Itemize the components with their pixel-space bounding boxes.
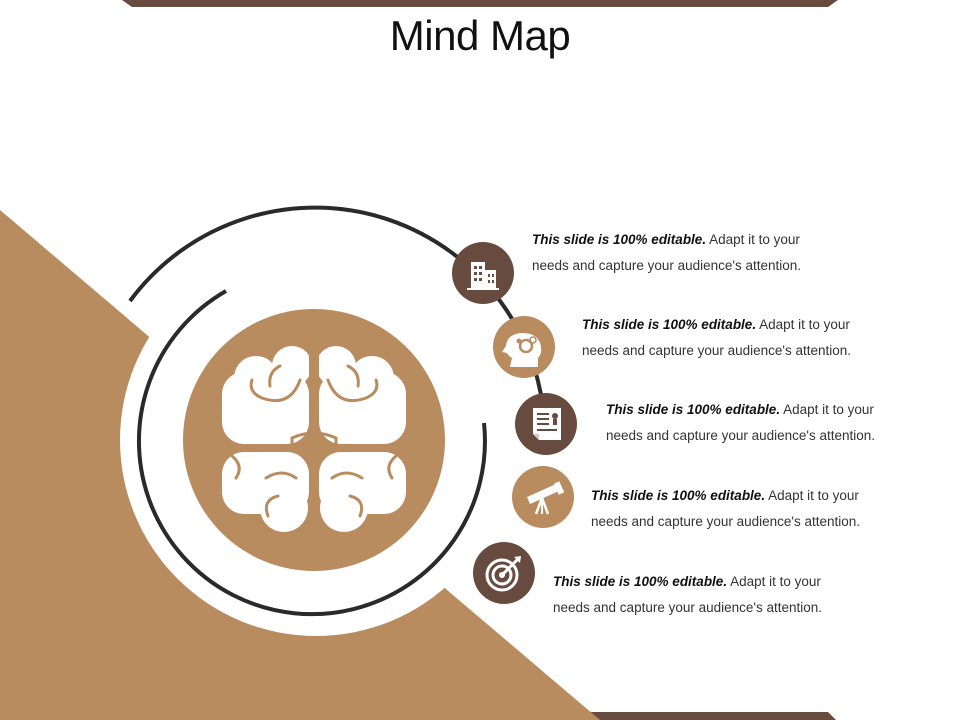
top-band [122, 0, 838, 7]
item-3-text: This slide is 100% editable. Adapt it to… [606, 397, 946, 449]
item-1-line2: needs and capture your audience's attent… [532, 258, 802, 273]
item-2-lead: This slide is 100% editable. [582, 317, 757, 332]
item-5-lead: This slide is 100% editable. [553, 574, 728, 589]
item-5-text: This slide is 100% editable. Adapt it to… [553, 569, 893, 621]
item-3-line2: needs and capture your audience's attent… [606, 428, 876, 443]
item-4-rest: Adapt it to your [765, 488, 859, 503]
bottom-band [590, 712, 836, 720]
item-1-badge [452, 242, 514, 304]
item-4-lead: This slide is 100% editable. [591, 488, 766, 503]
item-4-badge [512, 466, 574, 528]
telescope-icon [527, 481, 565, 515]
item-2-rest: Adapt it to your [756, 317, 850, 332]
item-4-line2: needs and capture your audience's attent… [591, 514, 861, 529]
slide-title: Mind Map [389, 12, 571, 59]
item-4-text: This slide is 100% editable. Adapt it to… [591, 483, 931, 535]
brain-icon [220, 346, 408, 532]
item-3-badge [515, 393, 577, 455]
item-5-rest: Adapt it to your [727, 574, 821, 589]
item-2-badge [493, 316, 555, 378]
inner-ring-arc [137, 289, 487, 617]
item-2-text: This slide is 100% editable. Adapt it to… [582, 312, 922, 364]
head-gears-icon [502, 333, 542, 367]
item-3-rest: Adapt it to your [780, 402, 874, 417]
building-icon [467, 262, 499, 290]
target-icon [485, 556, 521, 592]
item-1-rest: Adapt it to your [706, 232, 800, 247]
item-5-line2: needs and capture your audience's attent… [553, 600, 823, 615]
item-1-lead: This slide is 100% editable. [532, 232, 707, 247]
certificate-icon [533, 408, 561, 440]
item-1-text: This slide is 100% editable. Adapt it to… [532, 227, 872, 279]
item-2-line2: needs and capture your audience's attent… [582, 343, 852, 358]
item-3-lead: This slide is 100% editable. [606, 402, 781, 417]
item-5-badge [473, 542, 535, 604]
